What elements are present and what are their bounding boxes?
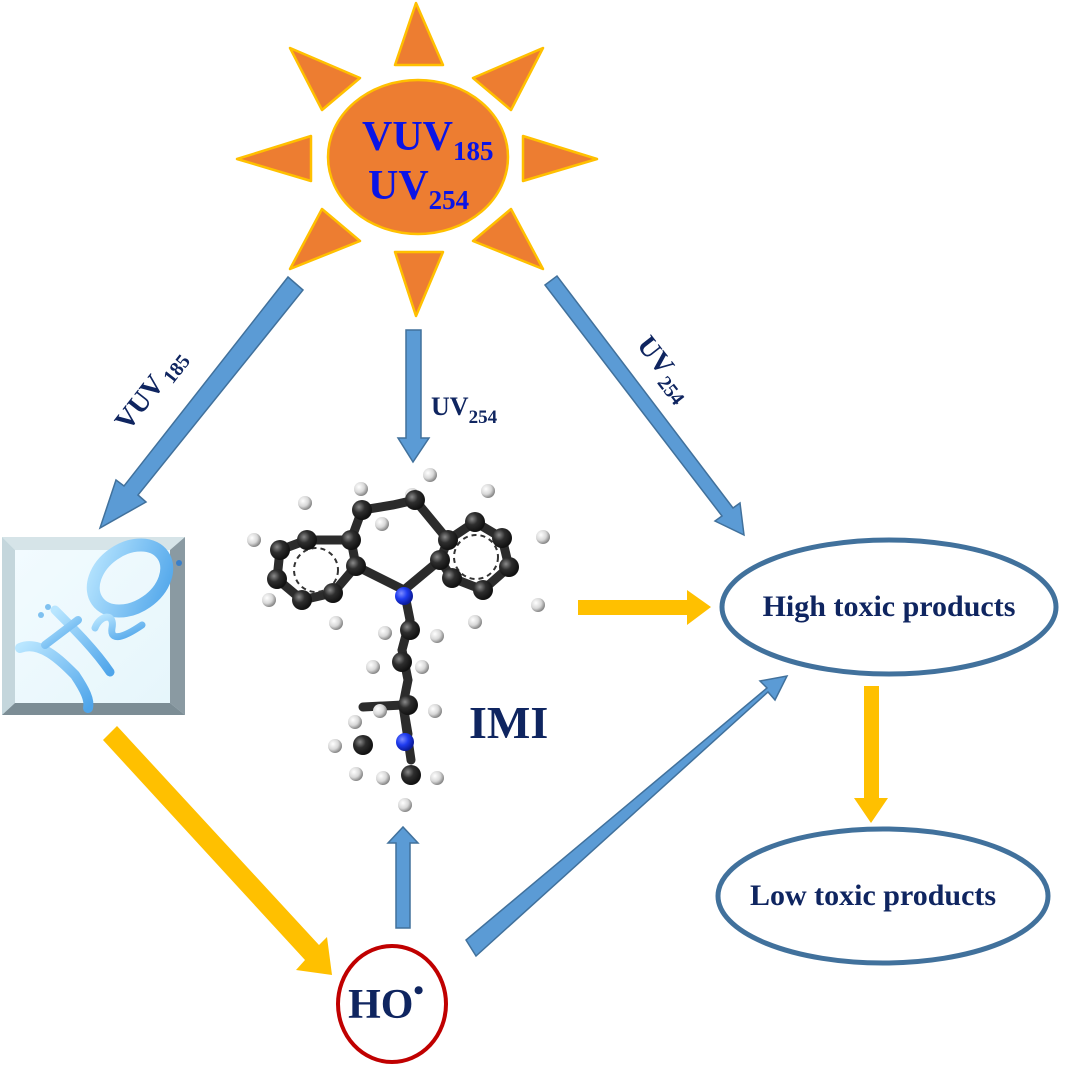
- water-letter-o: [86, 538, 174, 618]
- molecule-carbons: [267, 490, 519, 785]
- imipramine-molecule: [247, 468, 550, 812]
- sun-ray-bottom-right: [471, 207, 545, 271]
- hydroxyl-radical-node: [336, 944, 448, 1064]
- uv254-center-arrow-label: UV254: [431, 392, 498, 428]
- hydroxyl-radical-label: HO•: [348, 974, 424, 1028]
- sun-ray-right: [521, 134, 599, 183]
- sun-core: [326, 78, 510, 236]
- water-letter-h: [15, 641, 94, 713]
- radical-to-high-toxic-arrow: [465, 674, 789, 958]
- sun-label-uv: UV254: [368, 163, 469, 215]
- sun-icon: [235, 1, 599, 318]
- low-toxic-products-label: Low toxic products: [750, 879, 996, 912]
- uv254-right-arrow: [543, 274, 745, 537]
- molecule-hydrogens: [247, 468, 550, 812]
- high-toxic-products-node: [719, 537, 1059, 677]
- water-tile: [2, 537, 185, 715]
- sun-ray-top-right: [471, 46, 545, 112]
- imi-to-high-toxic-arrow: [578, 590, 711, 625]
- uv254-center-arrow: [396, 329, 431, 464]
- low-toxic-products-node: [715, 826, 1051, 966]
- sun-ray-top: [393, 1, 445, 67]
- high-to-low-toxic-arrow: [854, 686, 888, 823]
- vuv185-arrow: [98, 275, 305, 530]
- sun-ray-left: [235, 134, 313, 183]
- radical-to-imi-arrow: [386, 825, 420, 929]
- high-toxic-products-label: High toxic products: [763, 590, 1016, 623]
- sun-ray-bottom: [393, 250, 445, 318]
- water-to-radical-arrow: [103, 726, 332, 975]
- sun-ray-bottom-left: [288, 207, 362, 271]
- water-letter-2: [91, 613, 146, 641]
- molecule-nitrogens: [395, 587, 414, 751]
- sun-ray-top-left: [288, 46, 362, 112]
- imi-label: IMI: [469, 697, 548, 748]
- sun-label-vuv: VUV185: [362, 114, 494, 166]
